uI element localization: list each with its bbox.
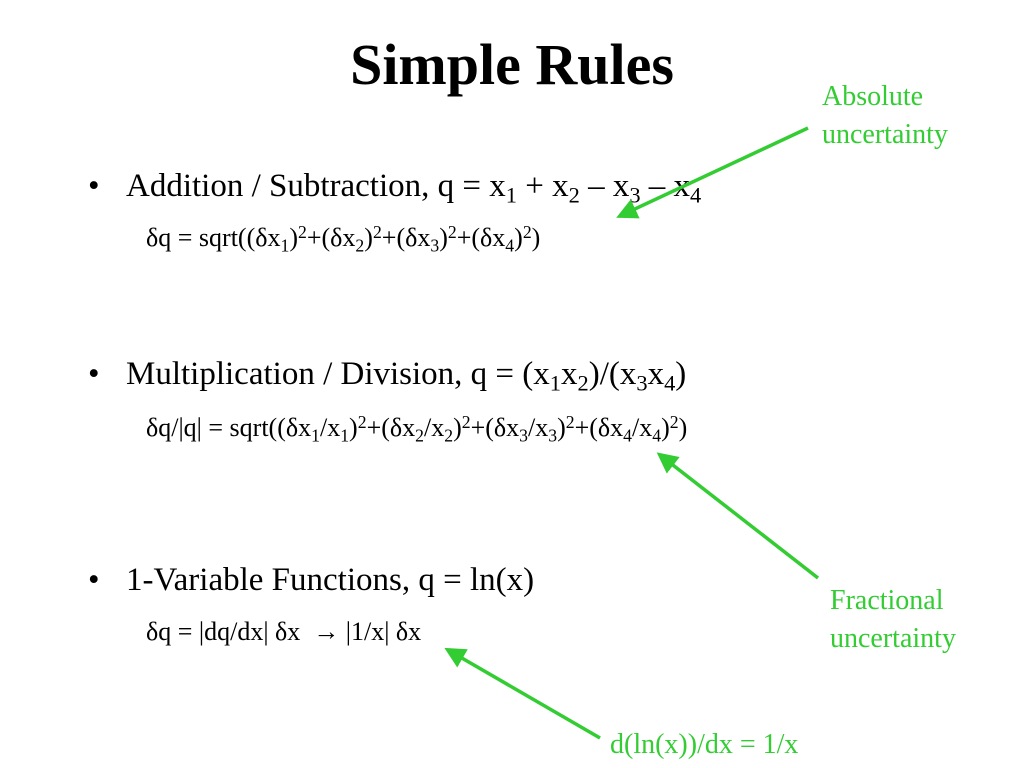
arrow-fractional-uncertainty [656, 452, 820, 580]
bullet-addition-subtraction: •Addition / Subtraction, q = x1 + x2 – x… [88, 168, 702, 208]
slide-title: Simple Rules [350, 32, 674, 97]
bullet-one-variable-functions: •1-Variable Functions, q = ln(x) [88, 562, 535, 598]
bullet-dot: • [88, 168, 100, 204]
bullet-dot: • [88, 356, 100, 392]
arrow-absolute-uncertainty [616, 126, 809, 219]
annotation-derivative: d(ln(x))/dx = 1/x [610, 729, 799, 760]
formula-one-variable: δq = |dq/dx| δx → |1/x| δx [146, 617, 422, 646]
annotation-absolute-uncertainty: Absolute uncertainty [822, 81, 948, 150]
formula-addition-subtraction: δq = sqrt((δx1)2+(δx2)2+(δx3)2+(δx4)2) [146, 222, 541, 256]
bullet-dot: • [88, 562, 100, 598]
annotation-fractional-uncertainty: Fractional uncertainty [830, 585, 956, 654]
formula-multiplication-division: δq/|q| = sqrt((δx1/x1)2+(δx2/x2)2+(δx3/x… [146, 412, 688, 446]
bullet-multiplication-division: •Multiplication / Division, q = (x1x2)/(… [88, 356, 687, 396]
arrow-derivative [444, 647, 601, 740]
